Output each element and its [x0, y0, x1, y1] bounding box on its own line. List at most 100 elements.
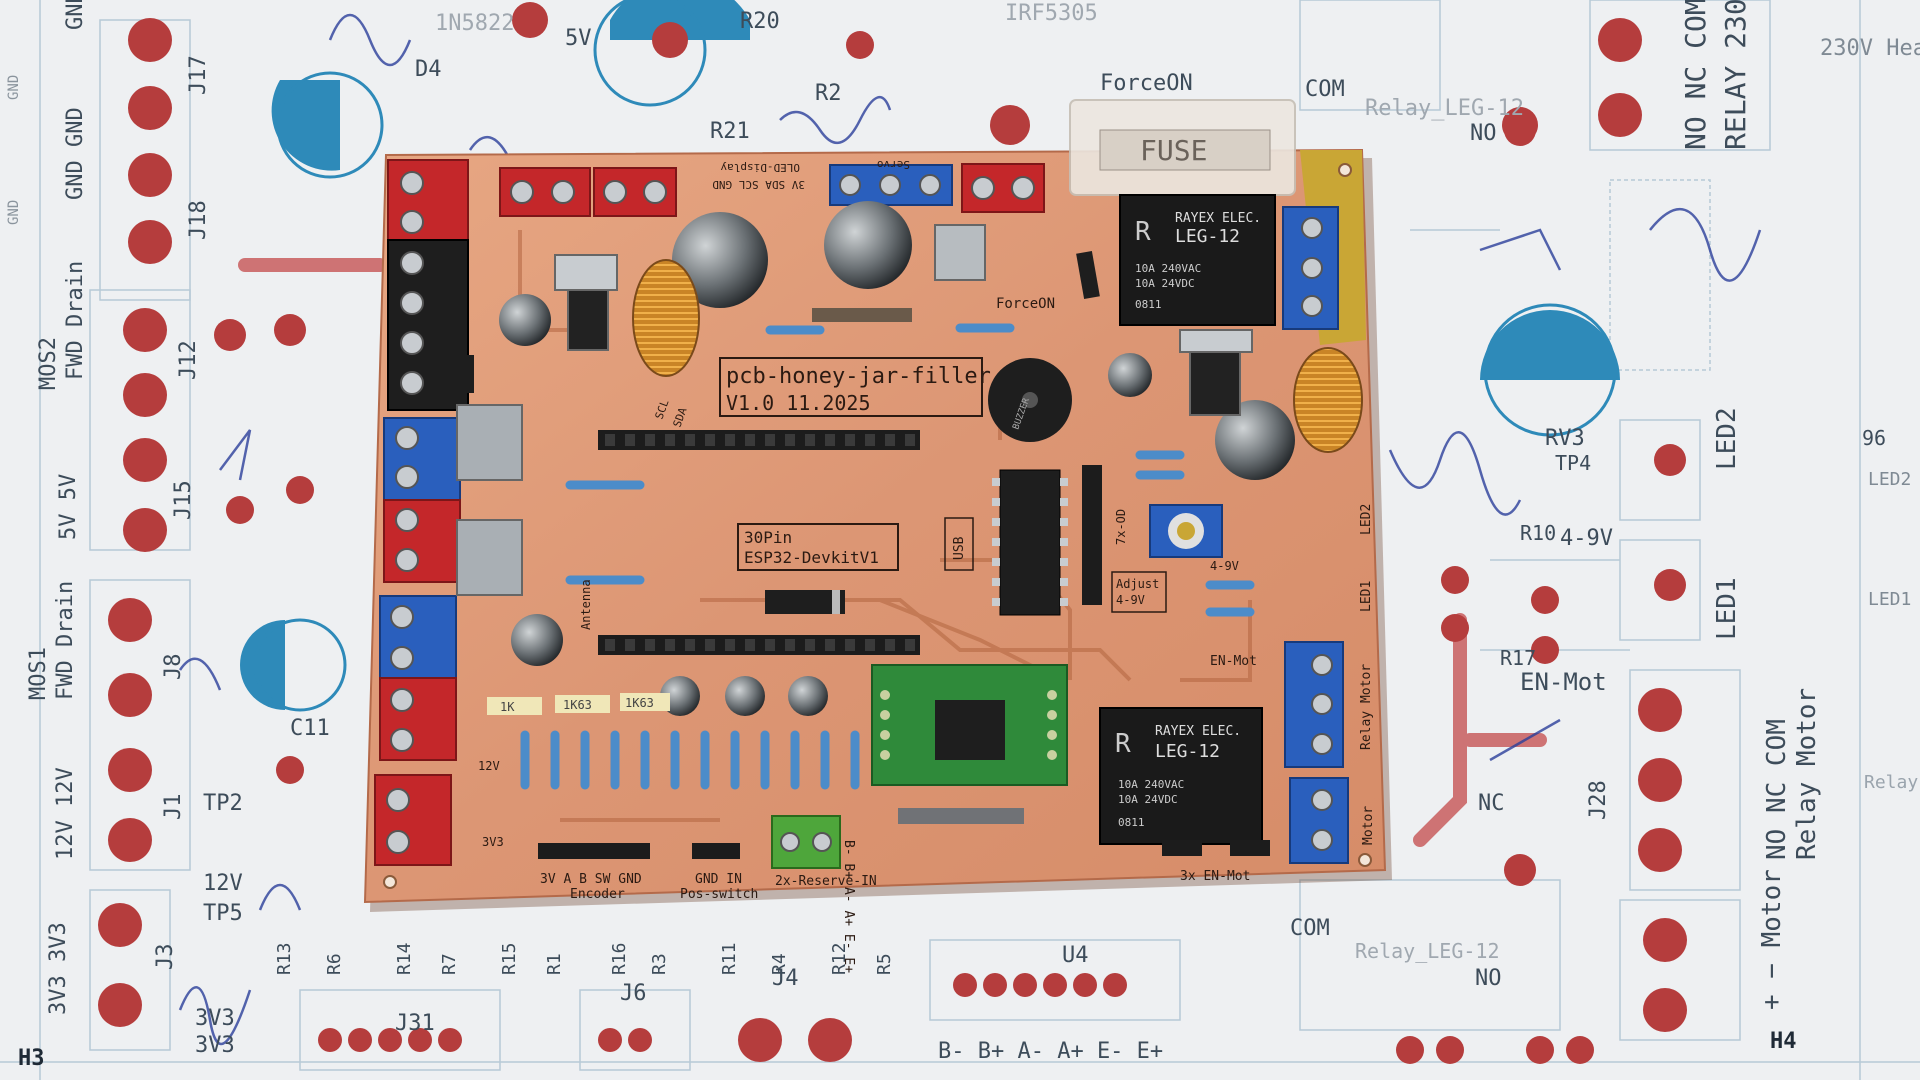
regulators — [456, 224, 1253, 596]
schematic-label-relay2: Relay_LEG-12 — [1355, 939, 1500, 963]
hx711-module — [871, 664, 1068, 786]
schematic-blue-pads — [240, 0, 1620, 710]
resistor-label-1: 1K — [500, 700, 515, 714]
schematic-label-heat: 230V Hea — [1820, 36, 1920, 61]
schematic-label-j1: J1 — [161, 794, 186, 821]
relay-top-spec1: 10A 240VAC — [1135, 262, 1201, 275]
seven-od-label: 7x-OD — [1114, 509, 1128, 545]
reserve-in-label: 2x-Reserve-IN — [775, 874, 877, 889]
schematic-label-fwd2: FWD Drain — [63, 261, 88, 380]
schematic-label-j17: J17 — [186, 55, 211, 95]
trim-pot — [1149, 504, 1223, 558]
top-terminals — [499, 163, 1045, 217]
schematic-label-h3: H3 — [18, 1046, 45, 1071]
pos-switch-pins-label: GND IN — [695, 872, 742, 887]
schematic-label-r10: R10 — [1520, 521, 1556, 545]
schematic-label-irf: IRF5305 — [1005, 1, 1098, 26]
schematic-label-top5v: 5V — [565, 26, 592, 51]
schematic-label-r17: R17 — [1500, 646, 1536, 670]
motor-label: Motor — [1361, 806, 1376, 845]
schematic-label-rv3: RV3 — [1545, 426, 1585, 451]
encoder-label: Encoder — [570, 887, 625, 902]
schematic-label-fwd1: FWD Drain — [53, 581, 78, 700]
schematic-label-tp5v: 3V3 — [195, 1006, 235, 1031]
schematic-label-12v: 12V 12V — [53, 767, 78, 860]
resistor-label-3: 1K63 — [625, 696, 654, 710]
schematic-label-j12: J12 — [176, 340, 201, 380]
schematic-label-r5: R5 — [874, 953, 895, 975]
schematic-label-relay-motor: Relay Motor — [1792, 688, 1822, 860]
schematic-label-1n5822: 1N5822 — [435, 11, 514, 36]
schematic-label-forceon: ForceON — [1100, 71, 1193, 96]
esp-label-devkit: ESP32-DevkitV1 — [744, 548, 879, 567]
schematic-label-j15: J15 — [171, 480, 196, 520]
schematic-label-mos2: MOS2 — [36, 337, 61, 390]
schematic-label-tp5v2: 3V3 — [195, 1033, 235, 1058]
schematic-label-r15: R15 — [499, 942, 520, 975]
led1-label: LED1 — [1359, 581, 1374, 612]
schematic-label-gnd1: GND GND — [63, 0, 88, 30]
svg-text:R: R — [1135, 217, 1151, 247]
relay-top-code: 0811 — [1135, 298, 1162, 311]
schematic-label-j3: J3 — [153, 944, 178, 971]
relay-bottom-brand: RAYEX ELEC. — [1155, 724, 1241, 739]
schematic-label-r6: R6 — [324, 953, 345, 975]
capacitors — [499, 201, 1295, 716]
schematic-label-led1: LED1 — [1712, 577, 1742, 640]
schematic-label-r4: R4 — [769, 953, 790, 975]
schematic-label-com2: COM — [1290, 916, 1330, 941]
relay-bottom-spec1: 10A 240VAC — [1118, 778, 1184, 791]
schematic-label-relay-pins2: NO NC COM — [1762, 719, 1792, 860]
pos-switch-label: Pos-switch — [680, 887, 758, 902]
schematic-label-led2-edge: LED2 — [1868, 469, 1911, 490]
adjust-range-label: 4-9V — [1116, 593, 1145, 607]
schematic-label-led1-edge: LED1 — [1868, 589, 1911, 610]
schematic-text: GND GND GND GND FWD Drain MOS2 5V 5V FWD… — [6, 0, 1920, 1071]
schematic-label-j18: J18 — [186, 200, 211, 240]
schematic-label-r16: R16 — [609, 942, 630, 975]
relay-top: RAYEX ELEC. LEG-12 10A 240VAC 10A 24VDC … — [1119, 194, 1276, 326]
schematic-label-no2: NO — [1475, 966, 1502, 991]
schematic-label-tp2: TP2 — [203, 791, 243, 816]
schematic-label-j6: J6 — [620, 981, 647, 1006]
schematic-label-r21: R21 — [710, 119, 750, 144]
pcb-board: FUSE RAYEX ELEC. LEG-12 10A 240VAC 10A 2… — [363, 99, 1392, 973]
resistor-label-2: 1K63 — [563, 698, 592, 712]
en-mot-top-label: EN-Mot — [1210, 654, 1257, 669]
schematic-label-gnd-edge1: GND — [6, 75, 22, 100]
relay-top-spec2: 10A 24VDC — [1135, 277, 1195, 290]
svg-text:R: R — [1115, 729, 1131, 759]
right-terminals — [1282, 206, 1349, 864]
schematic-label-j31: J31 — [395, 1011, 435, 1036]
schematic-label-3v3: 3V3 3V3 — [46, 922, 71, 1015]
schematic-label-r7: R7 — [439, 953, 460, 975]
schematic-label-u4: U4 — [1062, 943, 1089, 968]
schematic-label-en-mot: EN-Mot — [1520, 668, 1607, 696]
schematic-label-led2: LED2 — [1712, 407, 1742, 470]
schematic-label-j28: J28 — [1586, 780, 1611, 820]
resistor-array — [520, 323, 1255, 790]
label-4-9v: 4-9V — [1210, 559, 1239, 573]
schematic-label-r12: R12 — [829, 942, 850, 975]
usb-label: USB — [952, 536, 967, 560]
oled-pins-label: 3V SDA SCL GND — [712, 178, 805, 191]
adjust-label: Adjust — [1116, 577, 1159, 591]
esp-label-30pin: 30Pin — [744, 528, 792, 547]
dip-ic — [992, 469, 1068, 616]
pcb-title: pcb-honey-jar-filler — [726, 364, 991, 389]
schematic-label-r13: R13 — [274, 942, 295, 975]
force-on-label: ForceON — [996, 296, 1055, 312]
relay-bottom-model: LEG-12 — [1155, 741, 1220, 762]
schematic-label-r2: R2 — [815, 81, 842, 106]
relay-motor-label: Relay Motor — [1359, 664, 1374, 750]
schematic-label-j4: J4 — [772, 966, 799, 991]
schematic-label-relay1: Relay_LEG-12 — [1365, 96, 1524, 121]
schematic-label-r11: R11 — [719, 942, 740, 975]
pcb-version: V1.0 11.2025 — [726, 391, 871, 415]
relay-bottom-code: 0811 — [1118, 816, 1145, 829]
schematic-label-relay-edge: Relay — [1864, 772, 1918, 793]
relay-bottom: RAYEX ELEC. LEG-12 10A 240VAC 10A 24VDC … — [1099, 707, 1263, 845]
schematic-label-relay-pins1: NO NC COM — [1679, 0, 1712, 150]
